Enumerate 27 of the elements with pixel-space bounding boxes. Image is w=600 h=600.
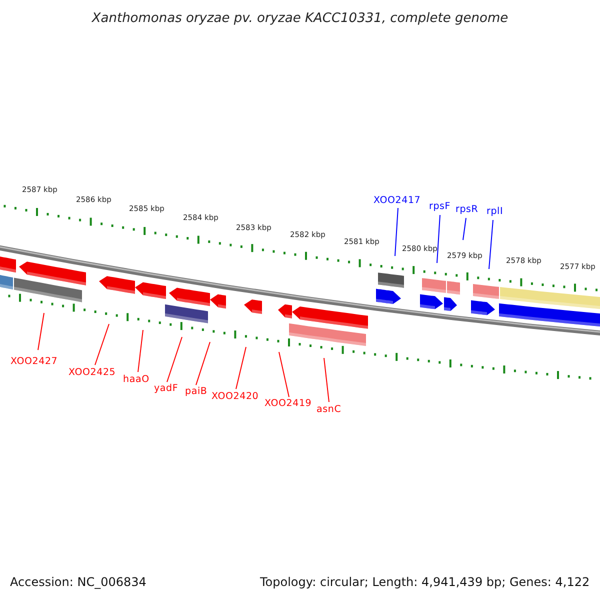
leader-line [94, 324, 110, 366]
title: Xanthomonas oryzae pv. oryzae KACC10331, complete genome [90, 12, 510, 25]
gene-label: XOO2419 [264, 399, 312, 408]
leader-line [436, 214, 440, 264]
gene-label: XOO2420 [212, 392, 259, 402]
leader-line [394, 208, 398, 256]
gene-label: XOO2425 [68, 368, 116, 378]
gene-label: yadF [154, 384, 178, 394]
gene-label: XOO2427 [10, 357, 58, 366]
gene-label: asnC [316, 405, 342, 414]
leader-line [38, 312, 44, 350]
gene-label: XOO2417 [374, 196, 421, 206]
leader-line [138, 330, 144, 372]
footer-text: Accession: NC_006834 [10, 576, 146, 588]
footer-text: Topology: circular; Length: 4,941,439 bp; Genes: 4,122 [260, 576, 590, 588]
gene-label: rpsF [429, 202, 451, 212]
gene-label: haaO [123, 375, 150, 384]
gene-label: rpsR [456, 205, 478, 214]
leader-line [196, 342, 210, 386]
gene-label: rplI [486, 207, 504, 216]
leader-line [166, 336, 182, 382]
gene-label: paiB [185, 387, 208, 396]
leader-line [278, 352, 290, 398]
leader-line [236, 346, 246, 390]
leader-line [462, 218, 466, 240]
leader-line [324, 358, 330, 402]
leader-line [488, 220, 494, 270]
